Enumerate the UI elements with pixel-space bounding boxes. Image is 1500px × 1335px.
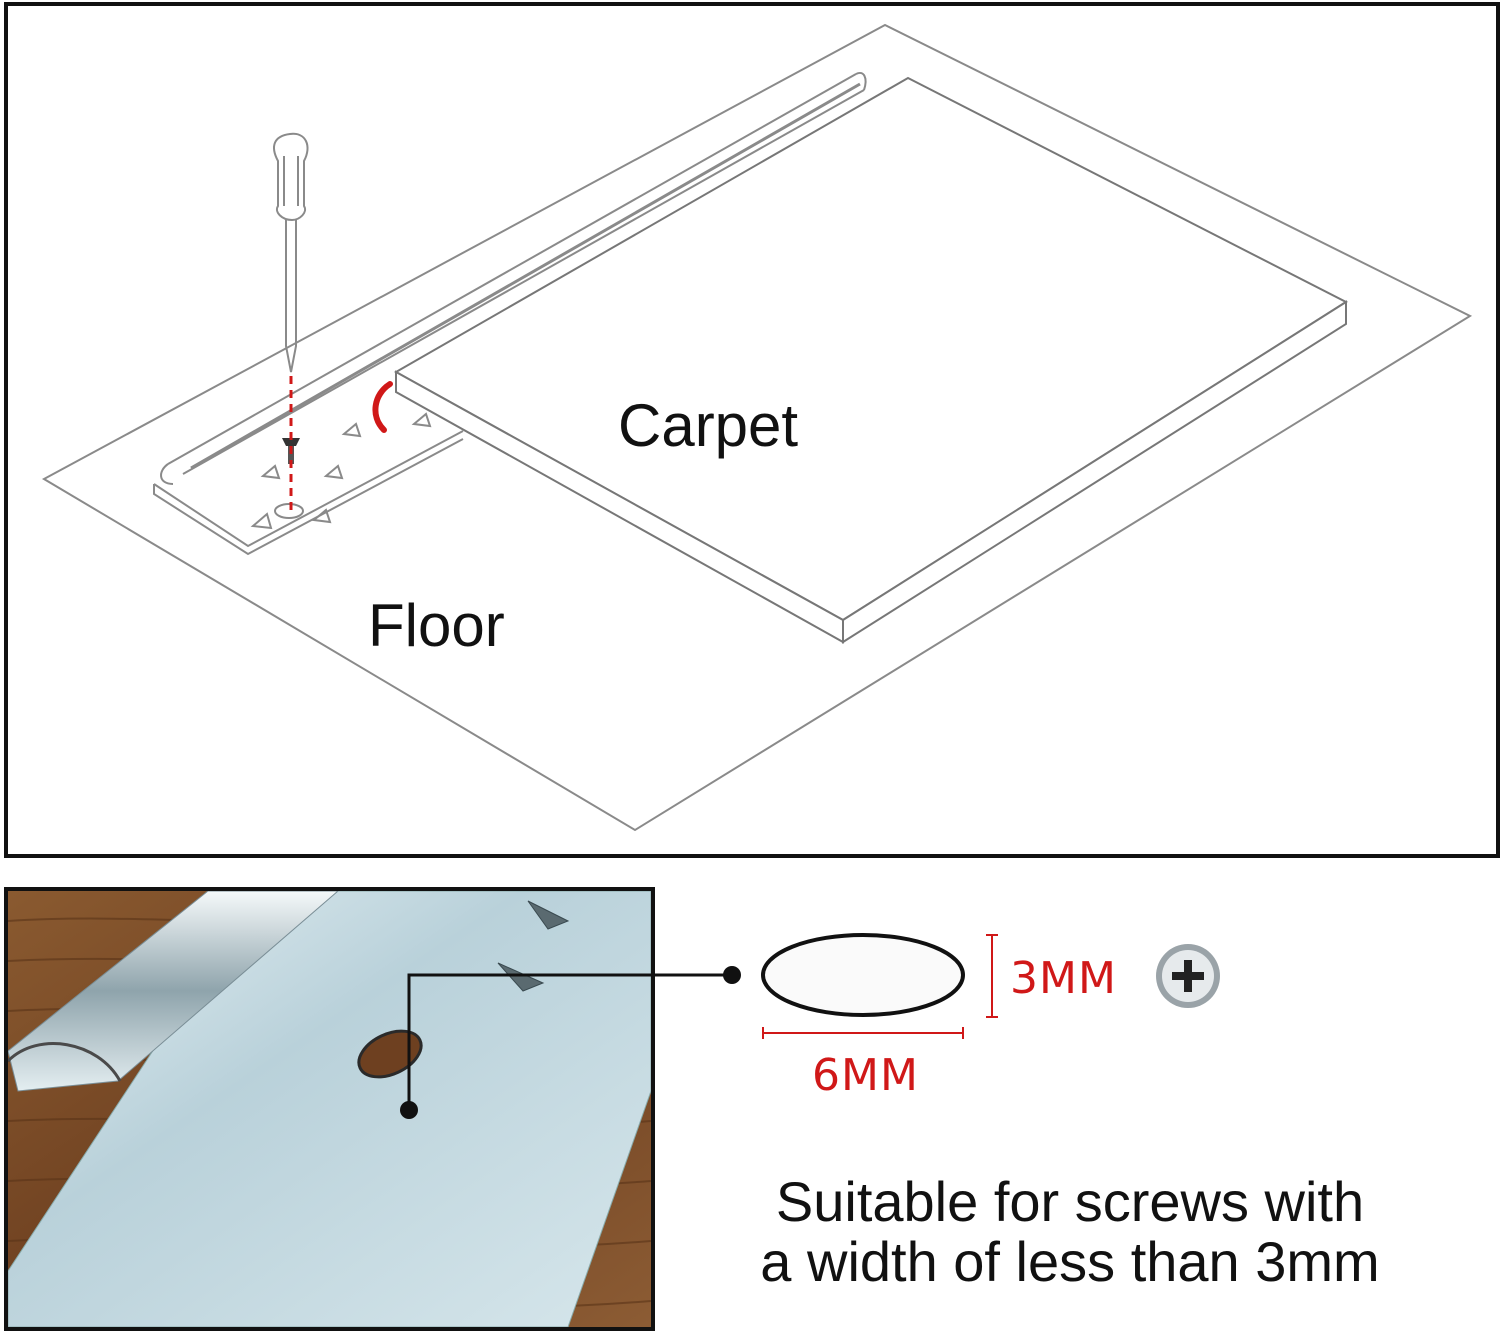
installation-diagram xyxy=(41,23,1473,832)
carpet-label: Carpet xyxy=(618,392,799,459)
metal-rail xyxy=(8,891,339,1092)
floor-sheet xyxy=(41,23,1473,832)
caption: Suitable for screws with a width of less… xyxy=(700,1172,1440,1292)
product-photo xyxy=(8,891,651,1327)
caption-line-2: a width of less than 3mm xyxy=(760,1230,1380,1293)
transition-strip xyxy=(153,72,867,556)
strip-screw-hole xyxy=(274,503,304,519)
height-dimension-line xyxy=(986,934,998,1018)
slot-ellipse xyxy=(761,933,965,1017)
carpet-top-face xyxy=(393,76,1349,622)
width-dimension-line xyxy=(762,1027,964,1039)
carpet-side-edge xyxy=(842,300,1347,644)
width-dimension-label: 6MM xyxy=(812,1050,919,1101)
caption-line-1: Suitable for screws with xyxy=(775,1170,1365,1233)
installation-diagram-panel: Carpet Floor xyxy=(4,2,1500,858)
screw-head-icon xyxy=(1156,944,1220,1008)
floor-label: Floor xyxy=(368,592,505,659)
strip-teeth xyxy=(250,412,432,530)
leader-dot-end xyxy=(723,966,741,984)
product-photo-panel xyxy=(4,887,655,1331)
screwdriver xyxy=(273,132,309,373)
height-dimension-label: 3MM xyxy=(1010,953,1117,1004)
rotation-arrow xyxy=(372,381,393,433)
screw xyxy=(282,438,300,464)
